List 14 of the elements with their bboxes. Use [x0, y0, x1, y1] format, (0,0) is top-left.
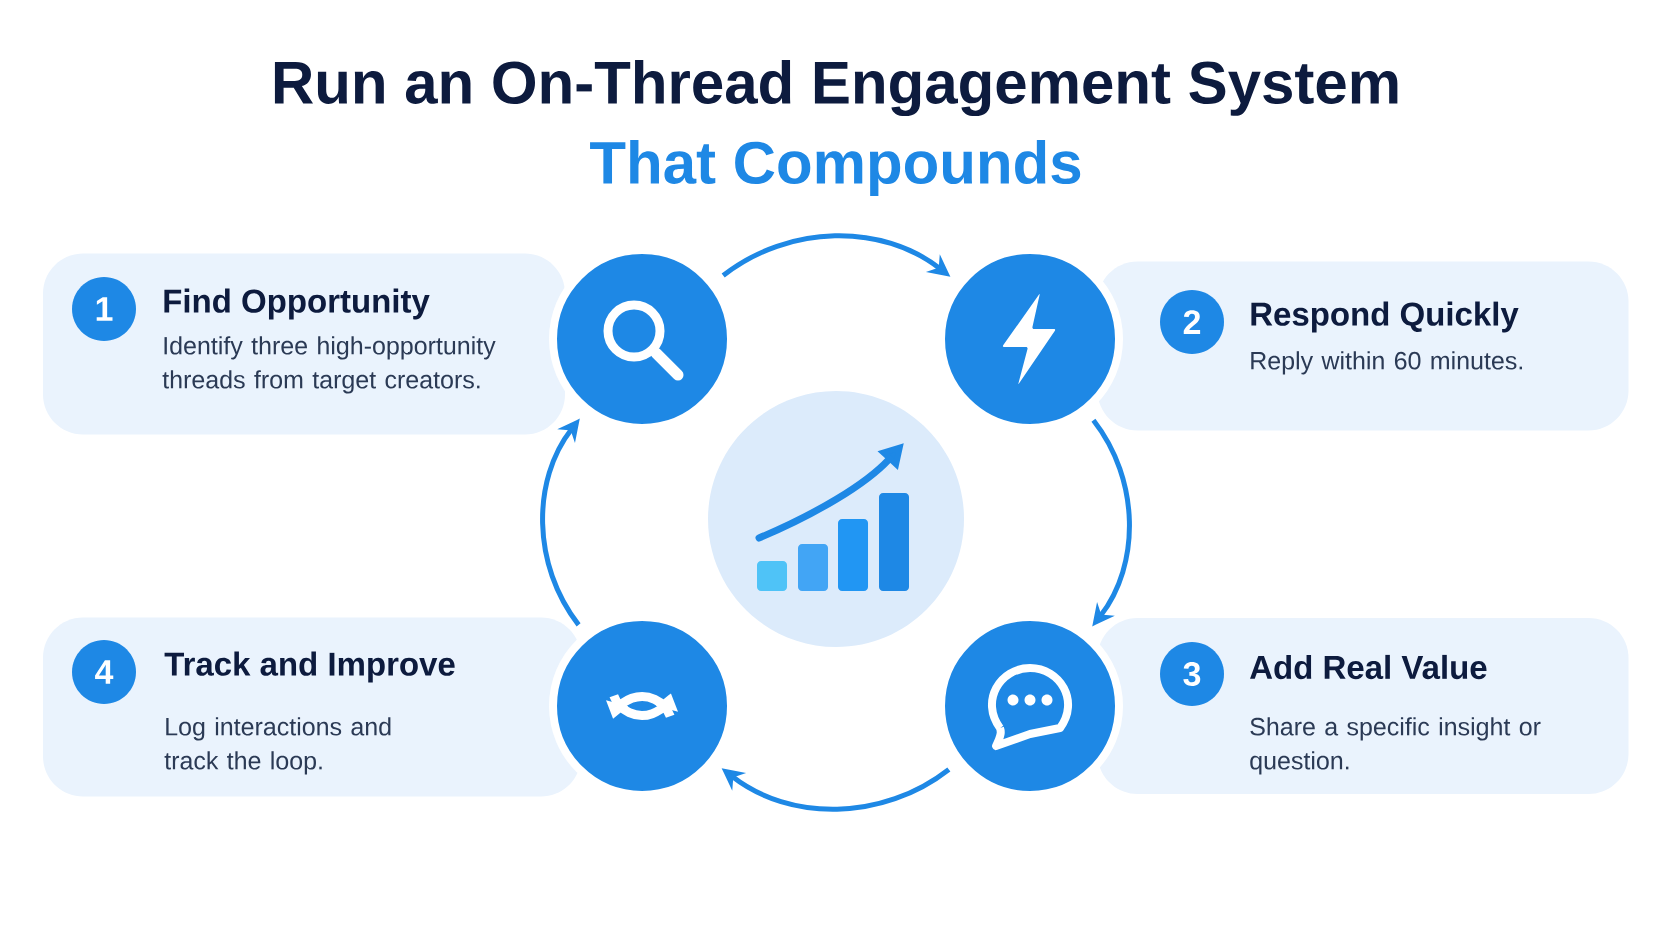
- number-badge: 1: [72, 277, 136, 341]
- step-description: Share a specific insight or question.: [1250, 717, 1541, 775]
- step-description: Identify three high-opportunity threads from target creators.: [162, 336, 496, 394]
- step-description: Log interactions and track the loop.: [164, 717, 391, 775]
- step-title: Find Opportunity: [164, 288, 430, 320]
- title: Run an On-Thread Engagement System: [274, 59, 1398, 117]
- step-description: Reply within 60 minutes.: [1251, 351, 1522, 375]
- step-title: Respond Quickly: [1251, 301, 1519, 333]
- number-badge: 3: [1160, 642, 1224, 706]
- step-title: Track and Improve: [164, 651, 455, 683]
- number-badge: 4: [72, 640, 136, 704]
- number-badge: 2: [1160, 290, 1224, 354]
- step-title: Add Real Value: [1250, 654, 1487, 680]
- subtitle: That Compounds: [590, 140, 1081, 196]
